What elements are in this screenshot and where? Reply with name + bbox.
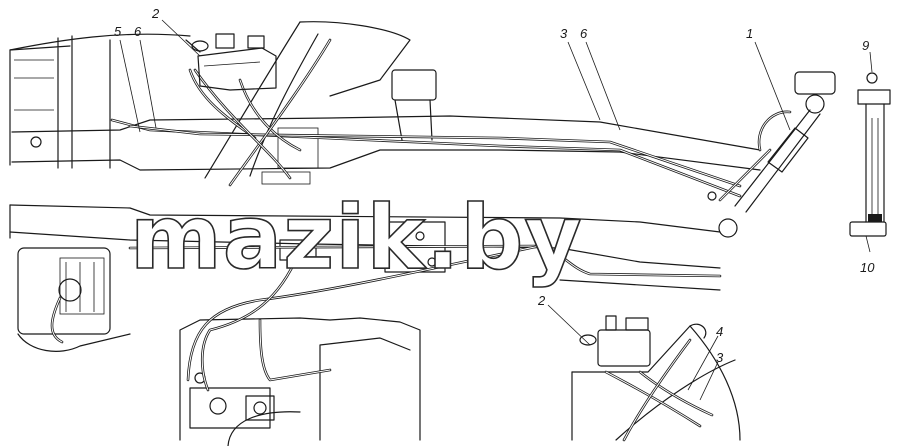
callout-9: 9 — [862, 38, 869, 53]
vertical-assembly — [849, 72, 891, 237]
hydraulic-pipes — [50, 38, 792, 392]
tilt-cylinder — [707, 71, 836, 238]
cab-frame-upper — [9, 21, 761, 185]
callout-6-left: 6 — [134, 24, 142, 39]
callout-4-inset: 4 — [716, 324, 723, 339]
pump-reservoir-top — [185, 33, 277, 91]
lower-tank-area — [179, 317, 421, 446]
watermark: mazik.by — [130, 186, 583, 289]
callout-5: 5 — [114, 24, 122, 39]
callout-2-inset: 2 — [537, 293, 546, 308]
inset-detail — [571, 315, 741, 442]
callout-6-right: 6 — [580, 26, 588, 41]
callout-3-inset: 3 — [716, 350, 724, 365]
leader-lines — [119, 19, 873, 401]
callout-labels: 1 2 2 3 3 4 5 6 6 9 10 — [114, 6, 875, 365]
callout-10: 10 — [860, 260, 875, 275]
callout-1: 1 — [746, 26, 753, 41]
callout-2-top: 2 — [151, 6, 160, 21]
callout-3-top: 3 — [560, 26, 568, 41]
